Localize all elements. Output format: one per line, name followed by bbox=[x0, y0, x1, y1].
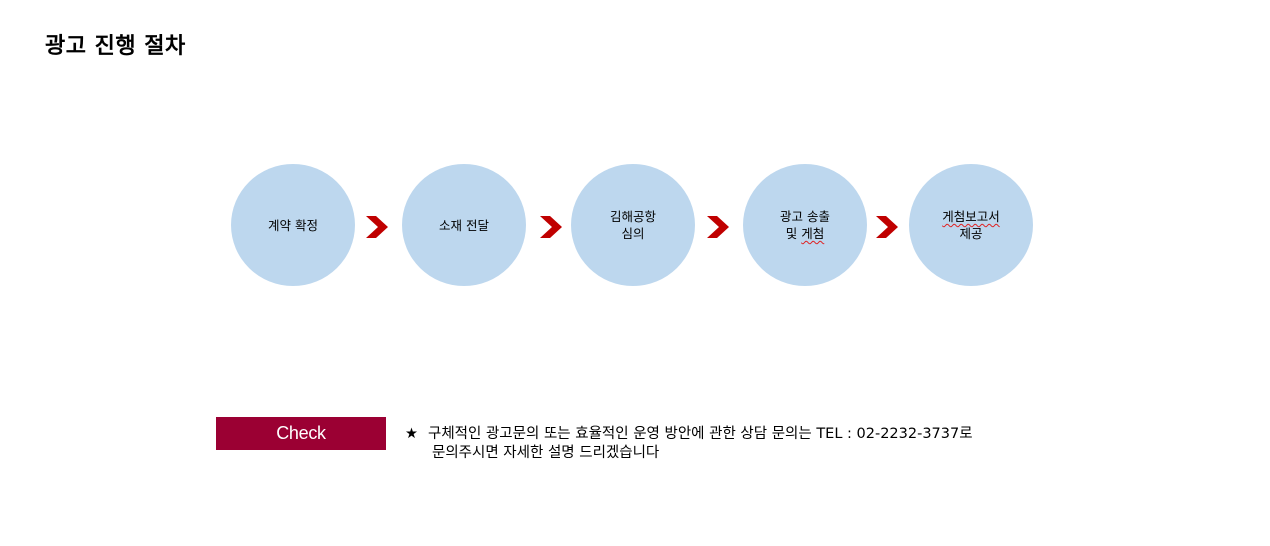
step-label: 계약 확정 bbox=[268, 217, 318, 233]
notice-text-line1: 구체적인 광고문의 또는 효율적인 운영 방안에 관한 상담 문의는 TEL :… bbox=[428, 426, 973, 442]
notice-text-line2: 문의주시면 자세한 설명 드리겠습니다 bbox=[432, 445, 660, 461]
step-label-plain: 및 bbox=[785, 226, 802, 241]
step-label: 및 게첨 bbox=[786, 225, 825, 242]
step-label: 게첨보고서 bbox=[942, 209, 1000, 224]
step-label-part: 및 게첨 bbox=[786, 226, 825, 241]
step-label: 소재 전달 bbox=[439, 217, 489, 233]
chevron-right-icon bbox=[366, 216, 388, 238]
chevron-right-icon bbox=[540, 216, 562, 238]
step-ad-broadcast: 광고 송출 및 게첨 bbox=[743, 164, 867, 286]
check-label: Check bbox=[216, 417, 386, 450]
contact-notice: ★ 구체적인 광고문의 또는 효율적인 운영 방안에 관한 상담 문의는 TEL … bbox=[405, 425, 973, 463]
step-label: 제공 bbox=[959, 226, 983, 241]
step-label-underlined: 게첨 bbox=[801, 226, 825, 241]
step-label: 김해공항 bbox=[609, 209, 656, 224]
chevron-right-icon bbox=[876, 216, 898, 238]
step-airport-review: 김해공항 심의 bbox=[571, 164, 695, 286]
chevron-right-icon bbox=[707, 216, 729, 238]
notice-line: ★ 구체적인 광고문의 또는 효율적인 운영 방안에 관한 상담 문의는 TEL … bbox=[405, 425, 973, 444]
star-icon: ★ bbox=[405, 426, 418, 442]
step-label: 광고 송출 bbox=[780, 209, 830, 224]
step-posting-report: 게첨보고서 제공 bbox=[909, 164, 1033, 286]
step-label: 심의 bbox=[621, 226, 645, 241]
page-title: 광고 진행 절차 bbox=[45, 34, 186, 59]
step-contract-confirm: 계약 확정 bbox=[231, 164, 355, 286]
step-material-delivery: 소재 전달 bbox=[402, 164, 526, 286]
